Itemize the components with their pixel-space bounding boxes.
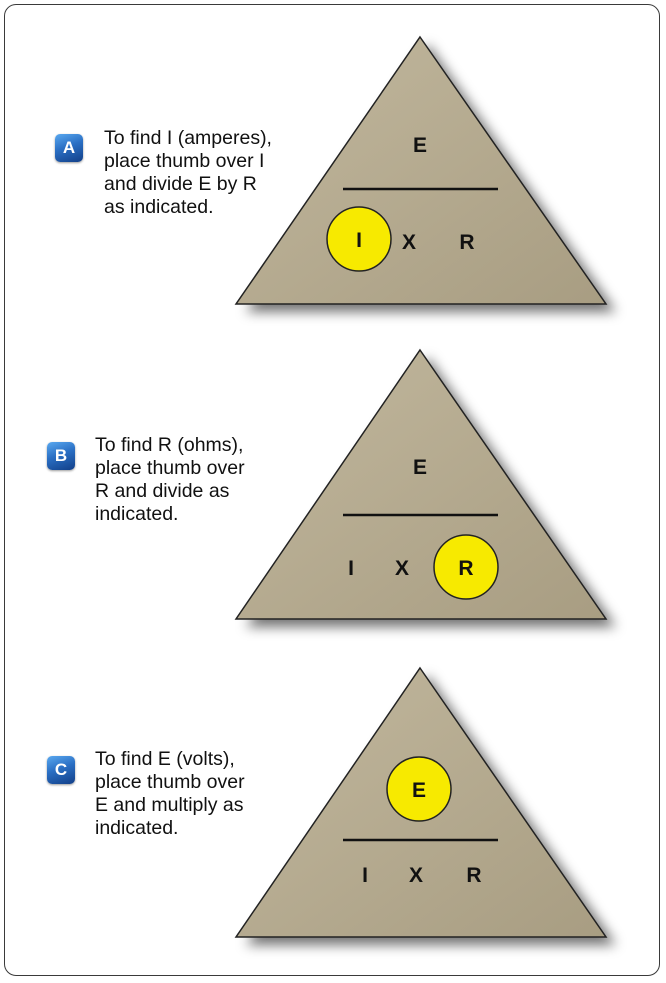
panel-b: B To find R (ohms), place thumb over R a…	[0, 312, 666, 642]
triangle	[234, 348, 608, 620]
caption-a: To find I (amperes), place thumb over I …	[104, 127, 272, 218]
panel-a: A To find I (amperes), place thumb over …	[0, 0, 666, 330]
thumb-circle-i	[326, 206, 392, 272]
label-e: E	[413, 456, 427, 479]
ohms-law-triangle-c: E I X R	[234, 666, 616, 945]
thumb-circle-r	[433, 534, 499, 600]
badge-a: A	[55, 134, 83, 162]
label-i: I	[348, 557, 354, 580]
label-r: R	[458, 557, 473, 580]
caption-c: To find E (volts), place thumb over E an…	[95, 748, 245, 839]
label-r: R	[466, 864, 481, 887]
label-i: I	[356, 229, 362, 252]
label-x: X	[409, 864, 423, 887]
triangle	[234, 35, 608, 305]
label-r: R	[459, 231, 474, 254]
label-i: I	[362, 864, 368, 887]
label-e: E	[413, 134, 427, 157]
ohms-law-triangle-a: E I X R	[234, 35, 616, 312]
badge-c: C	[47, 756, 75, 784]
label-x: X	[395, 557, 409, 580]
thumb-circle-e	[386, 756, 452, 822]
caption-b: To find R (ohms), place thumb over R and…	[95, 434, 245, 525]
ohms-law-triangle-b: E I X R	[234, 348, 616, 627]
badge-b: B	[47, 442, 75, 470]
label-e: E	[412, 779, 426, 802]
panel-c: C To find E (volts), place thumb over E …	[0, 630, 666, 960]
label-x: X	[402, 231, 416, 254]
